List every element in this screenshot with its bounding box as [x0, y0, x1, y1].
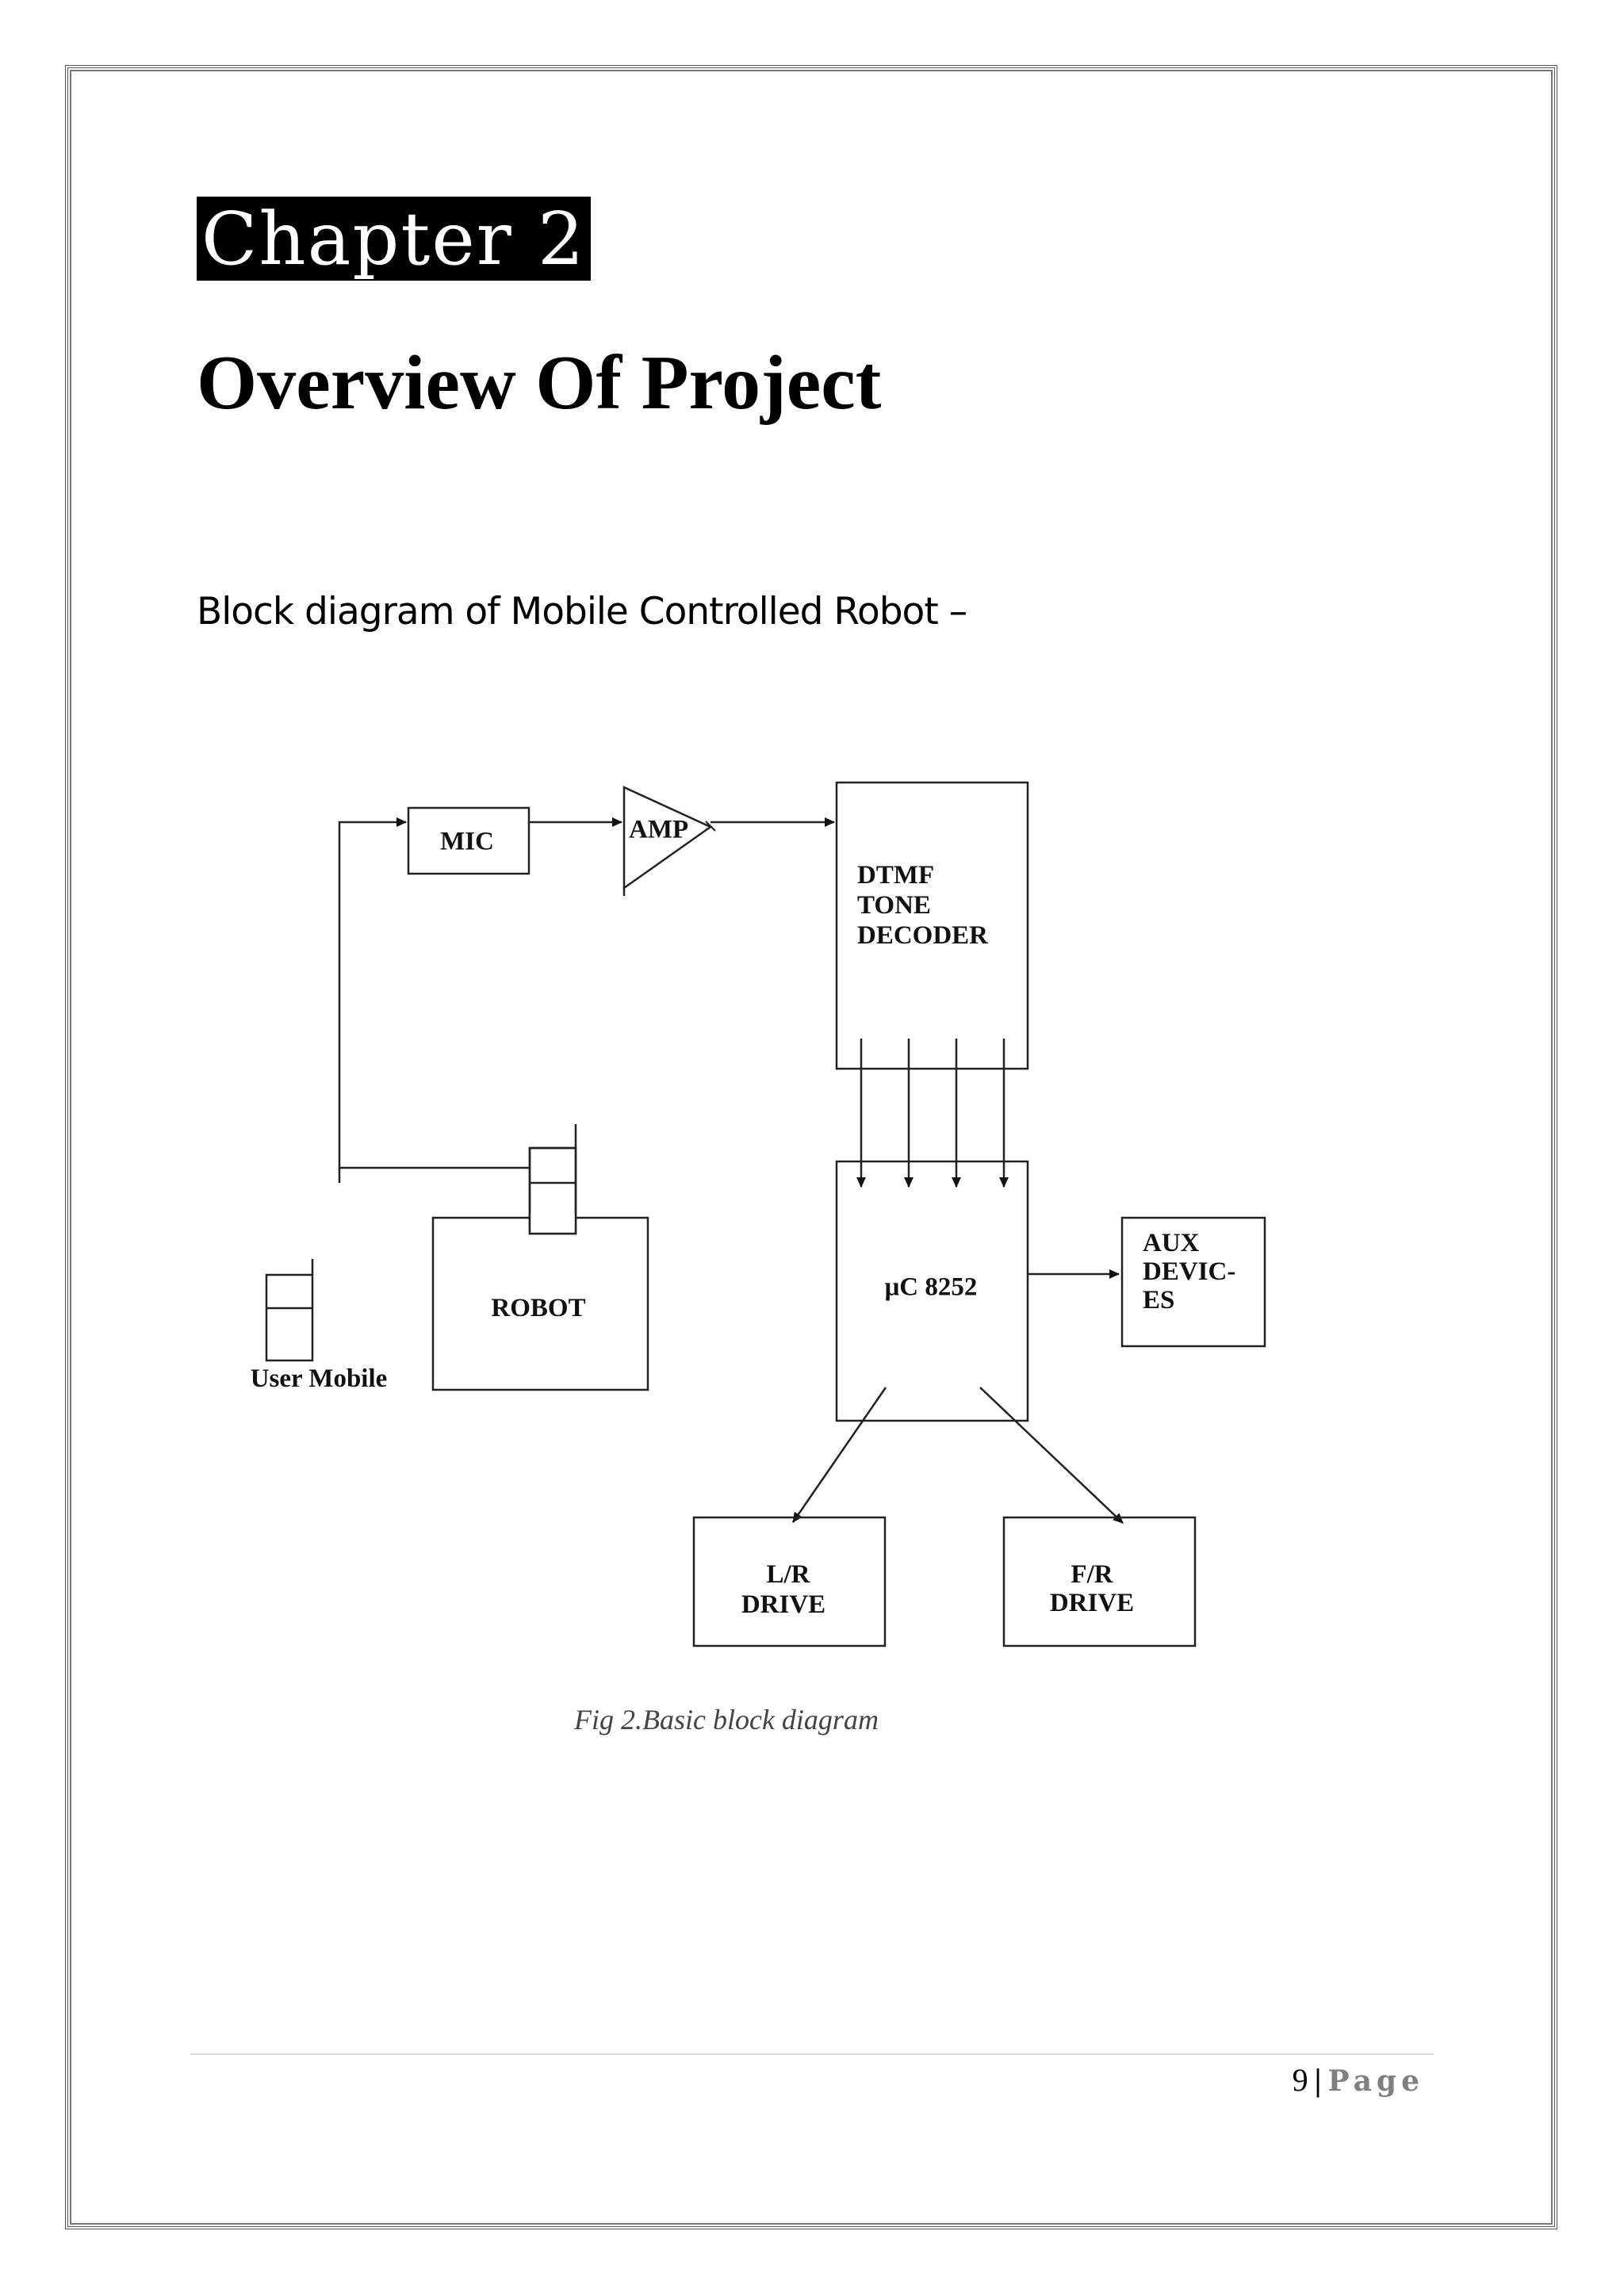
user-mobile-label: User Mobile — [251, 1364, 388, 1393]
user-mobile-icon — [265, 1259, 314, 1362]
page-footer: 9|Page — [1293, 2061, 1424, 2099]
feedback-connector — [338, 817, 530, 1183]
page-title: Overview Of Project — [197, 340, 882, 426]
page-word: Page — [1327, 2064, 1424, 2098]
figure-caption: Fig 2.Basic block diagram — [574, 1704, 879, 1735]
dtmf-label-line-2: TONE — [857, 891, 931, 920]
mic-block: MIC — [407, 806, 530, 875]
dtmf-label-line-1: DTMF — [857, 861, 934, 890]
lr-drive-block: L/R DRIVE — [692, 1516, 887, 1647]
microcontroller-label: μC 8252 — [885, 1273, 978, 1302]
amp-label: AMP — [629, 816, 688, 844]
aux-label-line-1: AUX — [1143, 1229, 1200, 1257]
footer-rule — [190, 2053, 1434, 2055]
chapter-label: Chapter 2 — [197, 197, 591, 281]
robot-label: ROBOT — [491, 1294, 585, 1322]
page-number: 9 — [1292, 2062, 1308, 2098]
mic-label: MIC — [440, 828, 494, 856]
lr-drive-label-line-1: L/R — [766, 1560, 810, 1589]
page-separator: | — [1314, 2062, 1322, 2098]
section-heading: Block diagram of Mobile Controlled Robot… — [197, 590, 967, 633]
dtmf-label-line-3: DECODER — [857, 921, 989, 950]
fr-drive-block: F/R DRIVE — [1002, 1516, 1197, 1647]
uc-to-lr-drive-arrow — [791, 1387, 887, 1523]
uc-to-fr-drive-arrow — [979, 1387, 1124, 1524]
aux-label-line-3: ES — [1143, 1286, 1174, 1314]
microcontroller-block: μC 8252 — [835, 1160, 1029, 1422]
fr-drive-label-line-2: DRIVE — [1050, 1589, 1134, 1617]
amp-block: AMP — [622, 786, 716, 896]
page-border-inner — [70, 70, 1553, 2225]
robot-block: ROBOT — [431, 1146, 649, 1391]
page-border — [65, 65, 1557, 2229]
dtmf-to-uc-bus — [856, 1039, 1009, 1188]
dtmf-decoder-block: DTMF TONE DECODER — [835, 781, 1029, 1070]
aux-label-line-2: DEVIC- — [1143, 1257, 1235, 1286]
fr-drive-label-line-1: F/R — [1071, 1560, 1113, 1589]
lr-drive-label-line-2: DRIVE — [741, 1590, 825, 1619]
aux-devices-block: AUX DEVIC- ES — [1120, 1216, 1266, 1348]
